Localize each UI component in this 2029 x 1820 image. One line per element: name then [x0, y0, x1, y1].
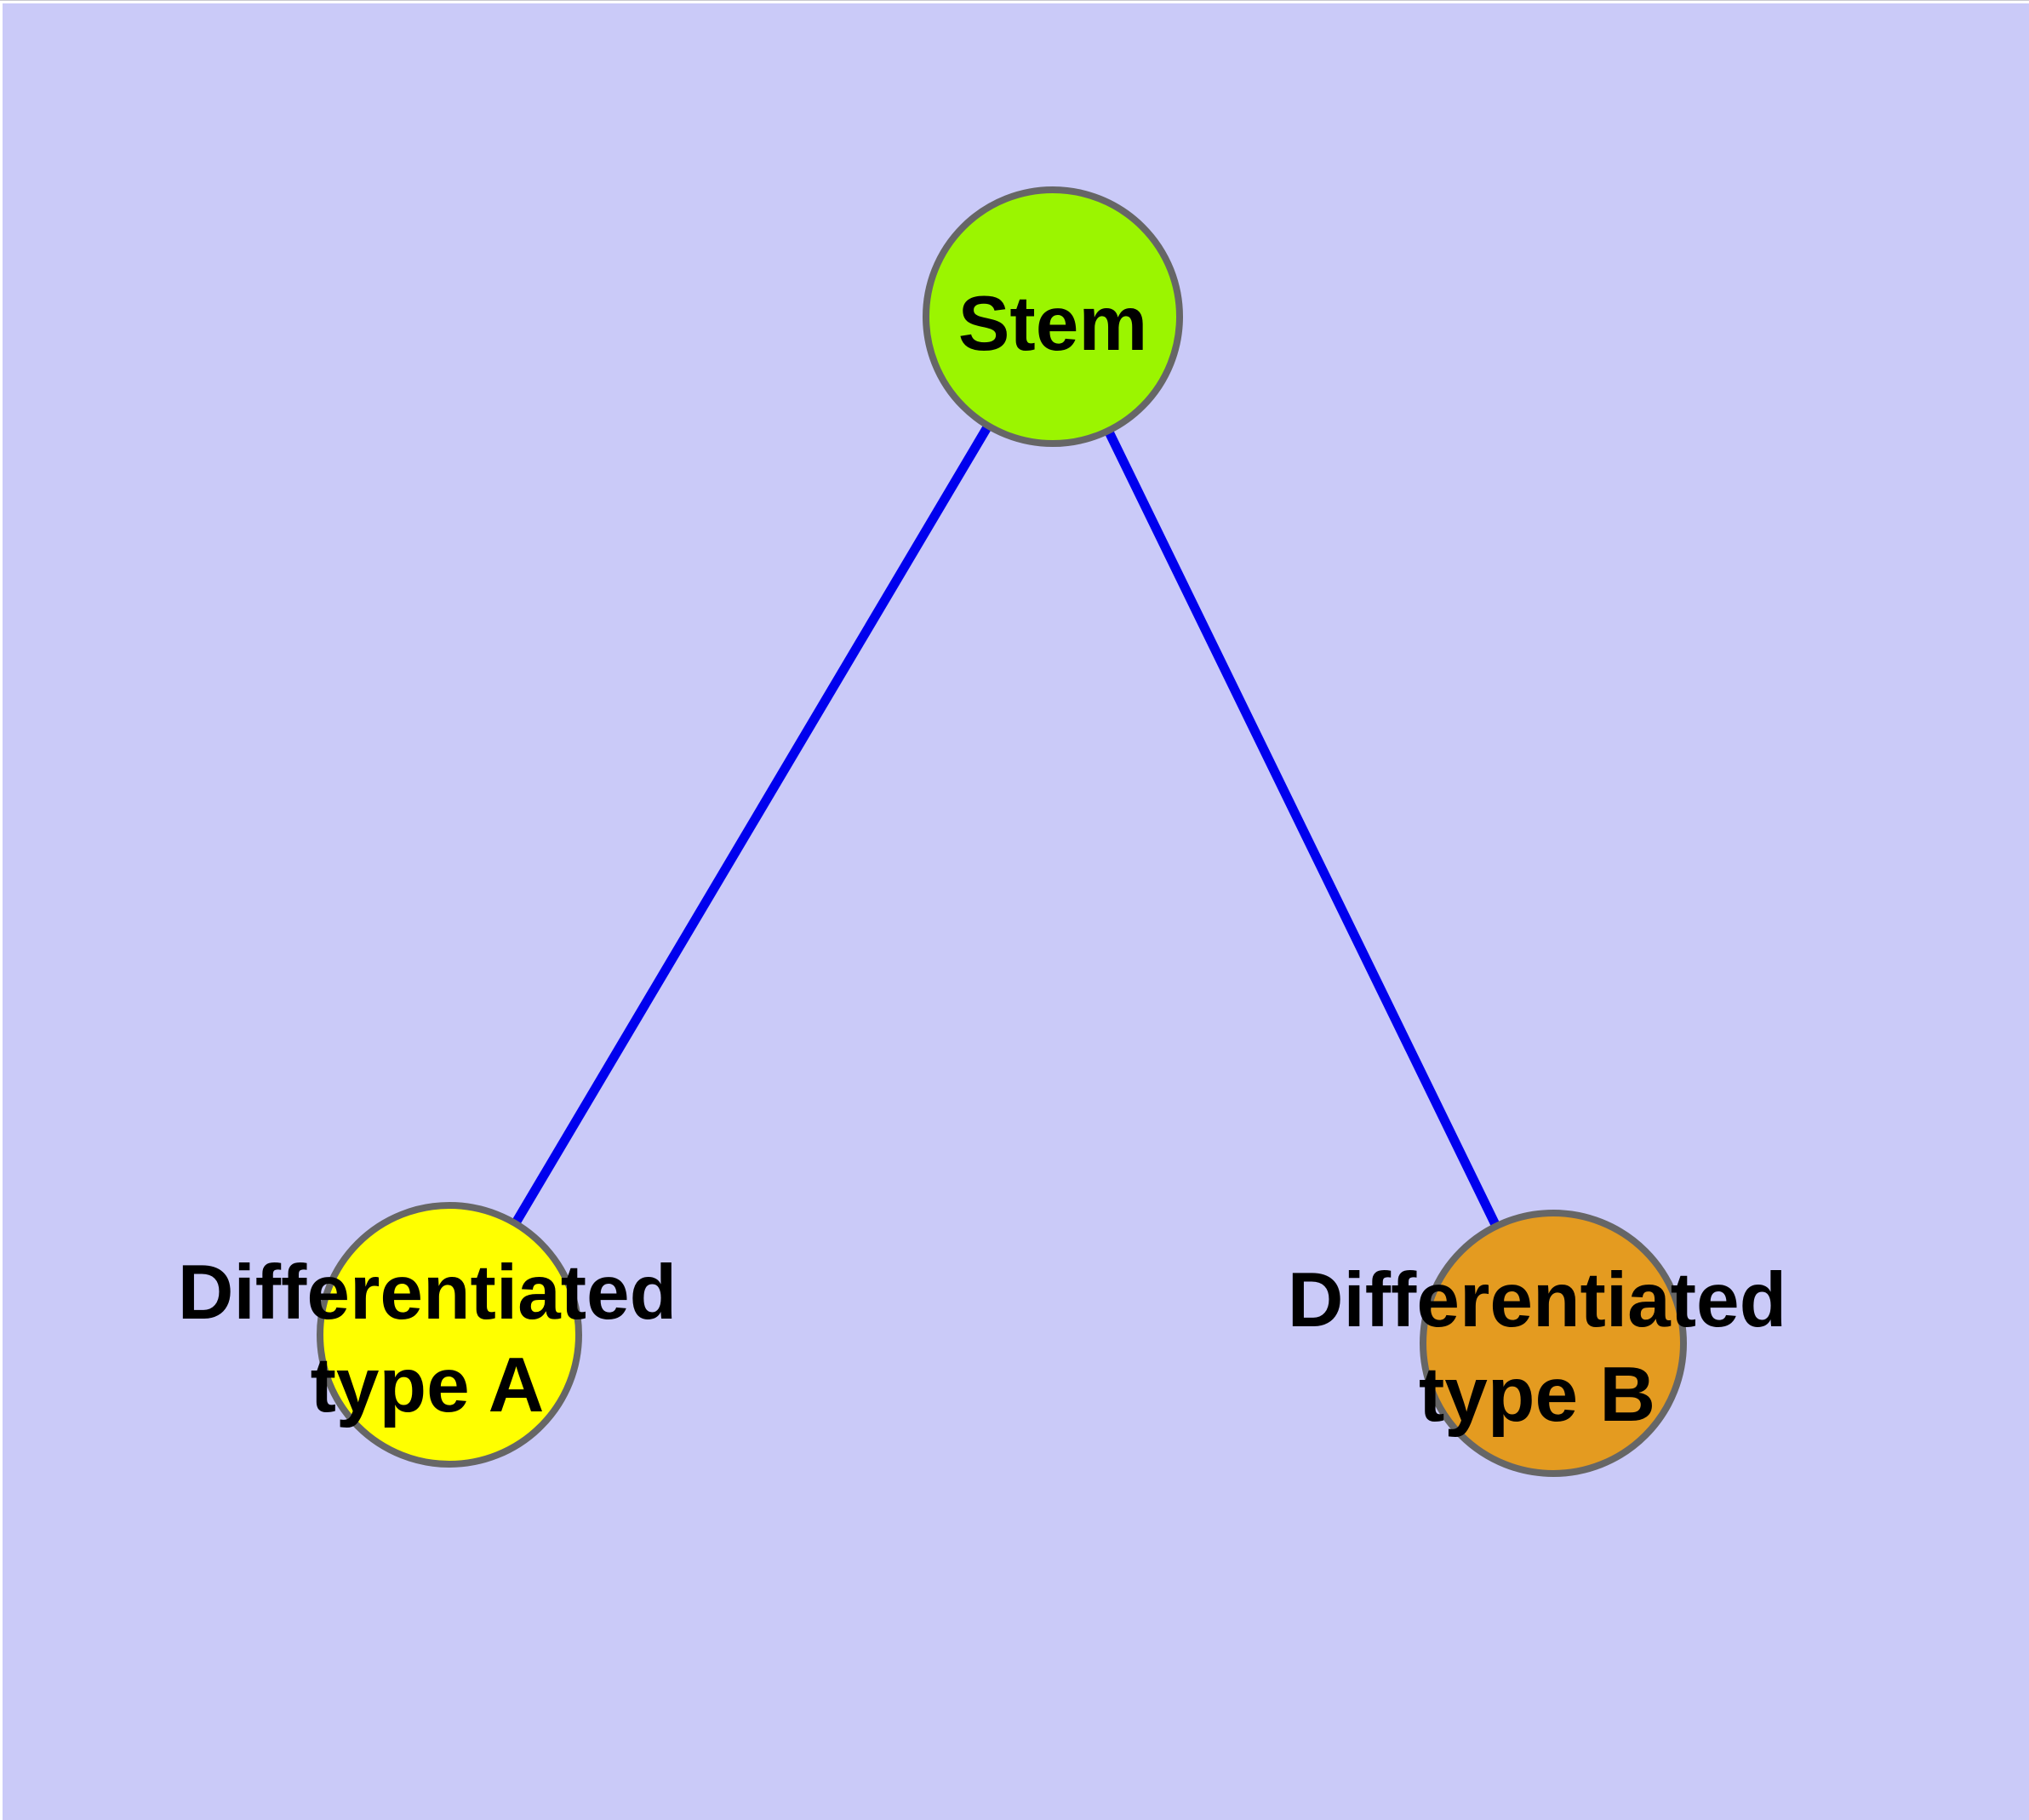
node-type-a-label-line2: type A	[311, 1342, 545, 1428]
node-type-b-label-line2: type B	[1419, 1352, 1655, 1438]
edge-stem-to-type-b	[1049, 314, 1557, 1346]
node-type-b-label-line1: Differentiated	[1288, 1257, 1787, 1343]
node-type-a-circle	[317, 1202, 582, 1468]
node-stem-circle	[923, 186, 1183, 447]
edge-stem-to-type-a	[445, 314, 1057, 1337]
node-type-b-circle	[1420, 1210, 1687, 1477]
node-stem-label: Stem	[958, 281, 1148, 367]
node-type-a-label-line1: Differentiated	[178, 1250, 677, 1336]
